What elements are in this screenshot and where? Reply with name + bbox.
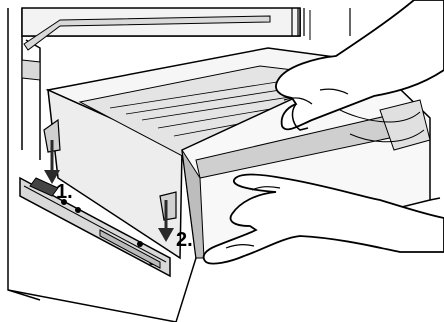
step-2-label: 2.: [176, 229, 193, 251]
step-1-label: 1.: [56, 181, 73, 203]
